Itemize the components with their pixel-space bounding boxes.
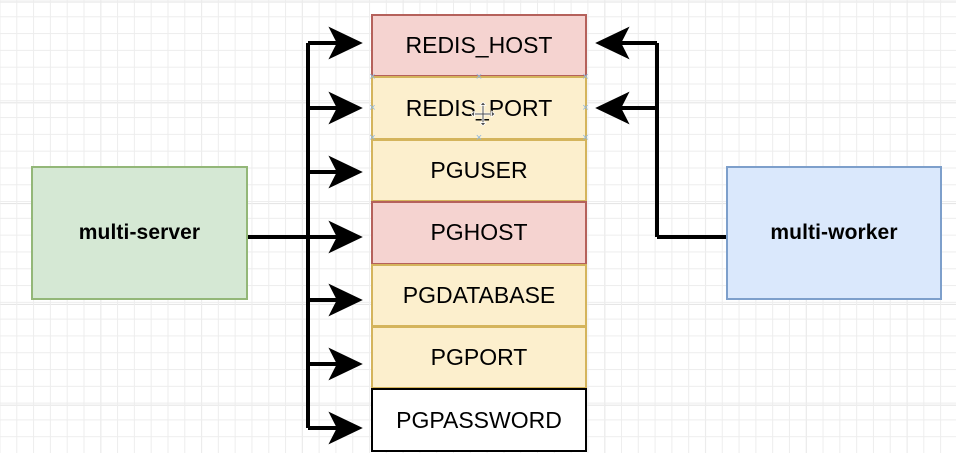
env-cell-label: REDIS_HOST <box>405 32 553 59</box>
resize-handle-e[interactable] <box>581 104 590 113</box>
env-cell-label: PGPORT <box>430 344 528 371</box>
env-cell-pgpassword[interactable]: PGPASSWORD <box>371 388 587 452</box>
env-cell-pguser[interactable]: PGUSER <box>371 138 587 203</box>
env-cell-label: REDIS_PORT <box>405 94 553 121</box>
node-multi-worker-label: multi-worker <box>770 221 898 244</box>
env-cell-label: PGHOST <box>430 219 528 246</box>
env-cell-redis-port[interactable]: REDIS_PORT <box>368 76 590 140</box>
node-multi-server[interactable]: multi-server <box>31 166 248 300</box>
node-multi-worker[interactable]: multi-worker <box>726 166 942 300</box>
edge-group-worker <box>595 26 726 239</box>
env-cell-pghost[interactable]: PGHOST <box>371 201 587 265</box>
env-cell-redis-host[interactable]: REDIS_HOST <box>371 14 587 78</box>
env-cell-pgdatabase[interactable]: PGDATABASE <box>371 263 587 327</box>
env-cell-label: PGPASSWORD <box>396 406 562 433</box>
edge-group-server <box>248 26 363 445</box>
env-cell-label: PGUSER <box>430 156 528 183</box>
resize-handle-w[interactable] <box>368 104 377 113</box>
env-cell-pgport[interactable]: PGPORT <box>371 325 587 390</box>
env-cell-label: PGDATABASE <box>402 281 556 308</box>
env-var-stack: REDIS_HOST REDIS_PORT PGUSER PGHOST PGDA… <box>368 14 590 452</box>
node-multi-server-label: multi-server <box>78 221 201 244</box>
